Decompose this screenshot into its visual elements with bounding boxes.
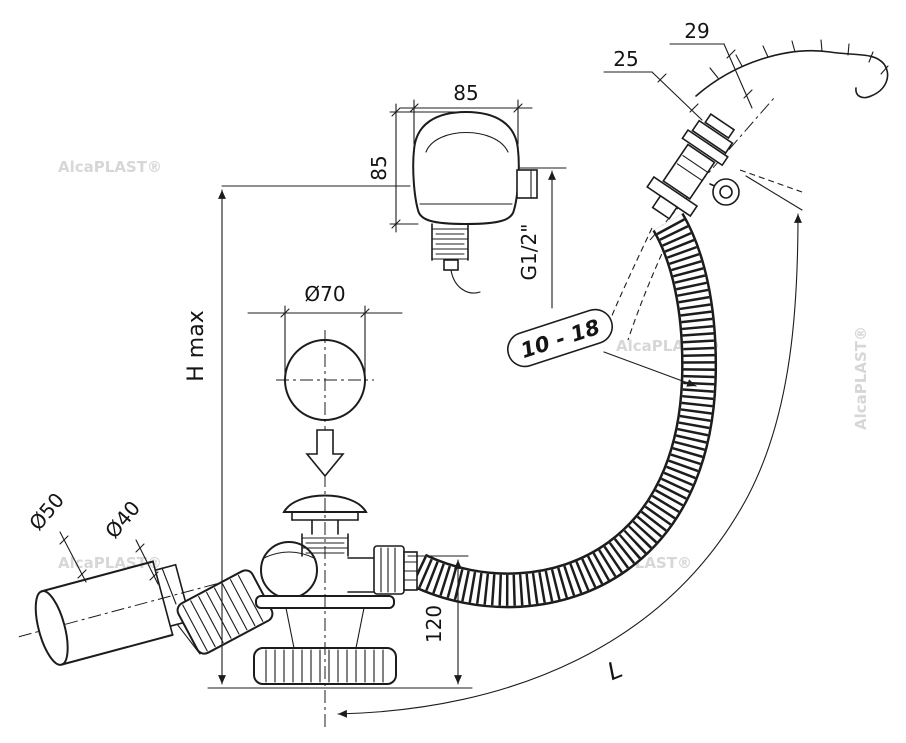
elbow-nut [176,569,274,655]
outlet-cylinder [18,560,236,666]
dim-label-29: 29 [684,19,709,43]
side-connector [516,169,538,199]
dim-label-85-height: 85 [367,155,391,180]
dim-label-d40: Ø40 [100,496,145,543]
dimension-lines [59,43,753,689]
hose-nut [373,545,405,595]
dim-length-arc [337,175,803,718]
control-head [412,110,538,294]
drain-assembly [253,494,418,685]
dim-label-120: 120 [422,605,446,643]
dim-label-d50: Ø50 [24,488,69,535]
watermark-alcaplast: AlcaPLAST® [58,158,162,176]
watermark-alcaplast: AlcaPLAST® [58,554,162,572]
dim-label-thread-g12: G1/2" [517,224,541,281]
centerlines [276,330,374,728]
dim-label-length-l: L [604,655,627,686]
bath-rim [695,39,889,99]
dim-label-h-max: H max [184,310,209,381]
watermark-alcaplast: AlcaPLAST® [852,326,870,430]
flexible-hose [410,212,718,609]
plug-circle-d70 [284,339,366,421]
overflow-fitting [646,112,740,220]
dim-label-d70: Ø70 [304,282,345,306]
control-cable [450,269,481,294]
dim-label-85-width: 85 [453,81,478,105]
down-arrow [305,429,345,478]
dim-label-25: 25 [613,47,638,71]
ball-joint [260,541,318,599]
